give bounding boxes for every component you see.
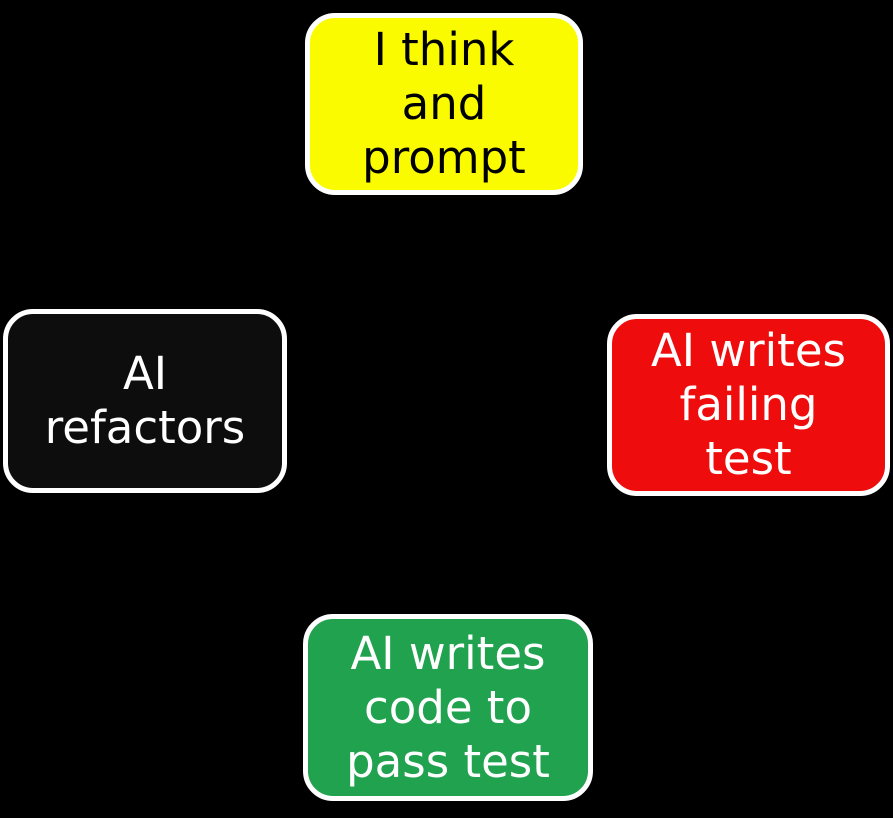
node-ai-refactors-label: AI refactors	[44, 347, 246, 454]
node-ai-writes-code-to-pass-test: AI writes code to pass test	[303, 614, 593, 801]
node-ai-writes-failing-test-label: AI writes failing test	[651, 324, 846, 485]
node-i-think-and-prompt: I think and prompt	[305, 13, 583, 195]
node-ai-refactors: AI refactors	[3, 309, 287, 493]
node-i-think-and-prompt-label: I think and prompt	[362, 23, 526, 184]
node-ai-writes-code-to-pass-test-label: AI writes code to pass test	[346, 626, 550, 788]
node-ai-writes-failing-test: AI writes failing test	[607, 314, 890, 496]
